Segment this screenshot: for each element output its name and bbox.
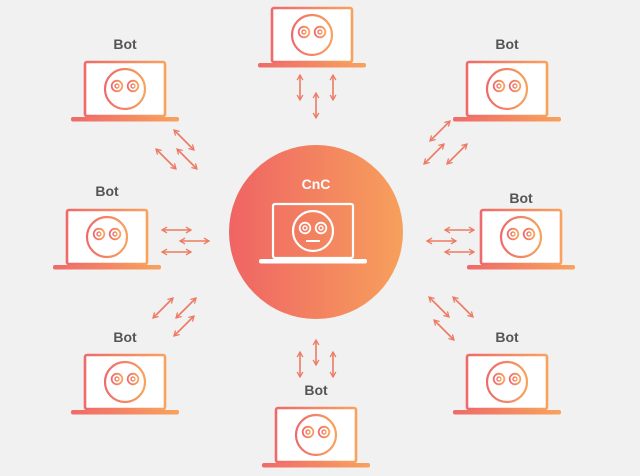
bidirectional-arrow-icon [446,143,468,165]
laptop-cnc [259,202,367,264]
bot-label-top-right: Bot [495,36,519,52]
bidirectional-arrow-icon [152,297,174,319]
cnc-circle [229,145,403,319]
bot-face-icon [103,67,147,111]
bot-face-icon [499,215,543,259]
bidirectional-arrow-icon [452,296,474,318]
laptop-top-right [453,60,561,122]
bot-face-icon [294,413,338,457]
bot-face-icon [290,13,334,57]
bot-label-right: Bot [509,190,533,206]
laptop-top-left [71,60,179,122]
bot-face-icon [103,360,147,404]
bidirectional-arrow-icon [176,148,198,170]
bidirectional-arrow-icon [175,297,197,319]
laptop-bottom-left [71,353,179,415]
bidirectional-arrow-icon [433,319,455,341]
bidirectional-arrow-icon [429,120,451,142]
laptop-bottom [262,406,370,468]
bot-label-bottom-left: Bot [113,329,137,345]
bot-face-icon [485,67,529,111]
bot-face-icon [485,360,529,404]
laptop-top [258,6,366,68]
bidirectional-arrow-icon [428,296,450,318]
bot-label-left: Bot [95,183,119,199]
bidirectional-arrow-icon [423,143,445,165]
bot-label-top-left: Bot [113,36,137,52]
bidirectional-arrow-icon [173,129,195,151]
laptop-right [467,208,575,270]
bot-face-icon [291,209,335,253]
cnc-label: CnC [301,176,331,192]
laptop-left [53,208,161,270]
bot-label-bottom-right: Bot [495,329,519,345]
bot-label-bottom: Bot [304,382,328,398]
bidirectional-arrow-icon [155,148,177,170]
bidirectional-arrow-icon [173,315,195,337]
bot-face-icon [85,215,129,259]
laptop-bottom-right [453,353,561,415]
